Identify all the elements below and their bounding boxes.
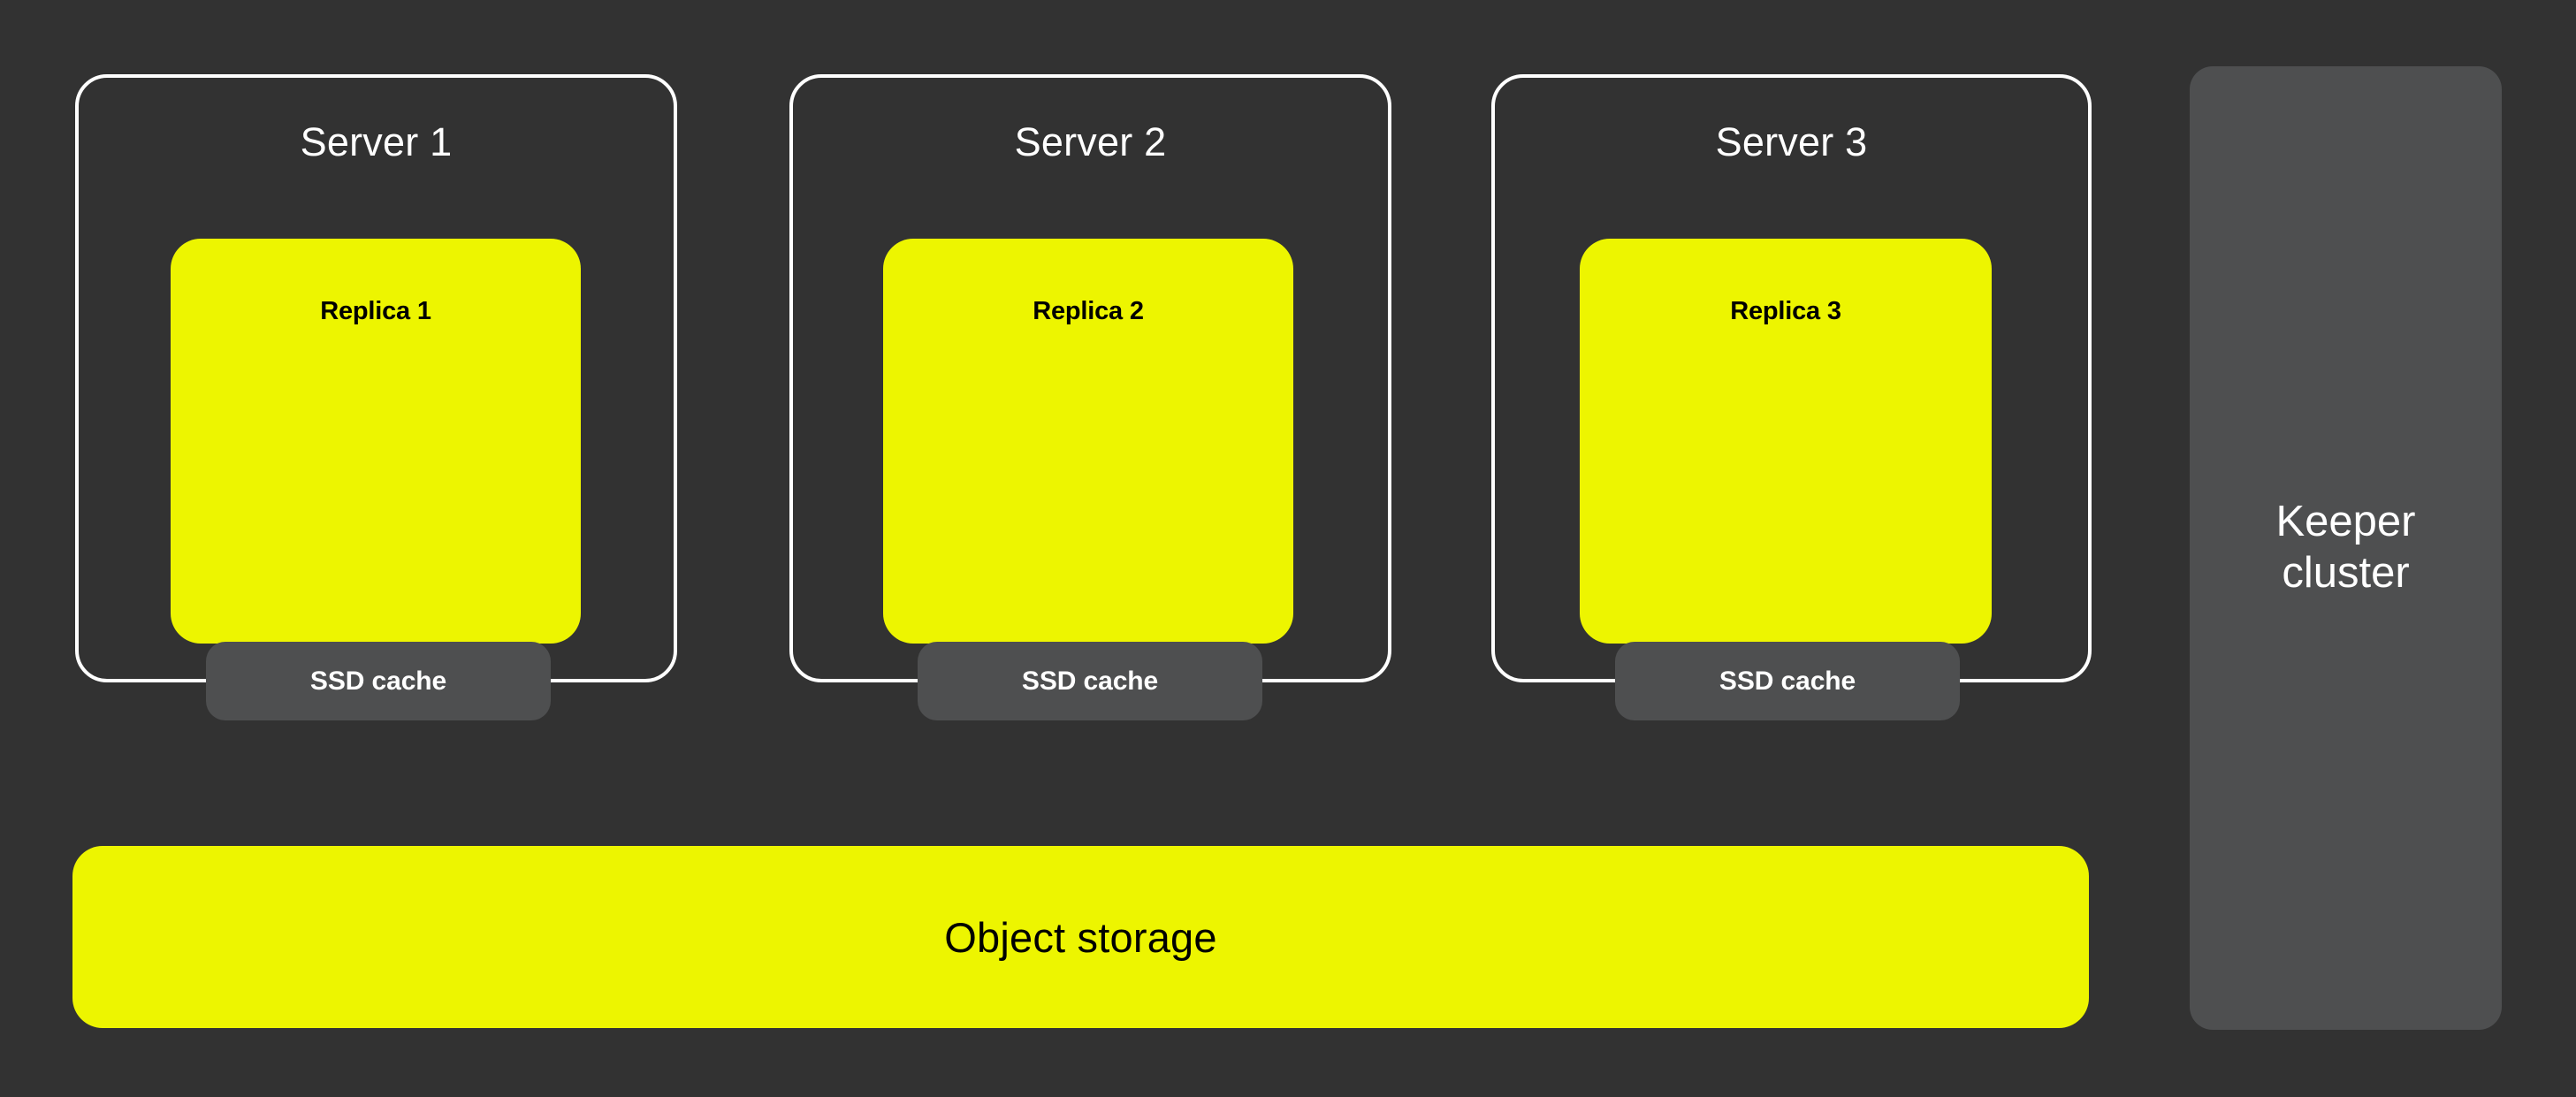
- replica-label-3: Replica 3: [1730, 297, 1841, 325]
- ssd-cache-label-3: SSD cache: [1719, 666, 1856, 696]
- replica-box-1: Replica 1: [171, 239, 581, 644]
- keeper-cluster-panel: Keeper cluster: [2190, 66, 2502, 1030]
- ssd-cache-box-1: SSD cache: [206, 642, 551, 720]
- ssd-cache-box-2: SSD cache: [918, 642, 1262, 720]
- keeper-cluster-label: Keeper cluster: [2275, 498, 2416, 597]
- server-title-2: Server 2: [1014, 119, 1167, 164]
- object-storage-label: Object storage: [944, 913, 1217, 961]
- replica-box-2: Replica 2: [883, 239, 1293, 644]
- ssd-cache-label-1: SSD cache: [309, 666, 447, 696]
- replica-box-3: Replica 3: [1580, 239, 1992, 644]
- server-title-1: Server 1: [300, 119, 453, 164]
- replica-label-1: Replica 1: [320, 297, 431, 325]
- ssd-cache-box-3: SSD cache: [1615, 642, 1960, 720]
- replica-label-2: Replica 2: [1033, 297, 1144, 325]
- ssd-cache-label-2: SSD cache: [1021, 666, 1159, 696]
- object-storage-bar: Object storage: [72, 846, 2089, 1028]
- server-title-3: Server 3: [1715, 119, 1868, 164]
